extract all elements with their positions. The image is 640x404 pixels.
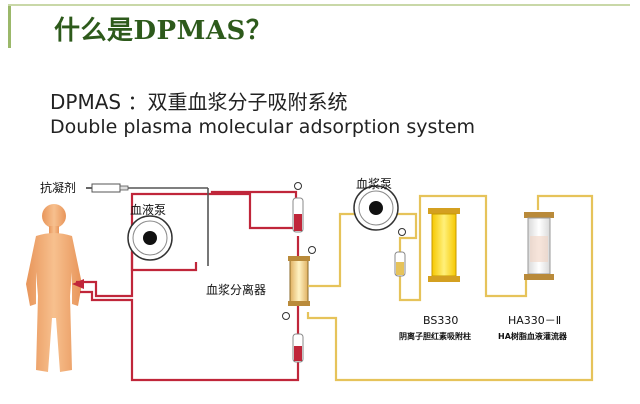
ha330-description: HA树脂血液灌流器 [498, 331, 568, 341]
return-arrow [72, 279, 84, 289]
system-name-chinese: DPMAS ：双重血浆分子吸附系统 [50, 90, 348, 114]
blood-pump-label: 血液泵 [130, 202, 166, 217]
title-accent-bar [8, 6, 11, 48]
system-name-english: Double plasma molecular adsorption syste… [50, 116, 476, 138]
venous-drip-chamber-icon [282, 312, 304, 363]
blood-circuit-lines [76, 190, 300, 382]
plasma-pump-label: 血浆泵 [356, 176, 392, 191]
plasma-separator-label: 血浆分离器 [206, 282, 266, 297]
ha330-column-icon [524, 212, 554, 280]
title-top-rule [8, 4, 630, 6]
plasma-drip-chamber-icon [394, 228, 406, 277]
bs330-label: BS330 [423, 314, 458, 327]
anticoagulant-label: 抗凝剂 [40, 180, 76, 195]
patient-figure [26, 204, 82, 372]
bs330-column-icon [428, 208, 460, 282]
arterial-drip-chamber-icon [292, 182, 304, 233]
blood-pump-icon [127, 215, 173, 261]
slide-title: 什么是DPMAS？ [54, 16, 273, 46]
plasma-pump-icon [353, 185, 399, 231]
ha330-label: HA330－Ⅱ [508, 314, 561, 327]
bs330-description: 阴离子胆红素吸附柱 [399, 331, 471, 341]
plasma-separator-icon [288, 246, 316, 306]
plasma-circuit-lines [306, 194, 594, 382]
anticoagulant-syringe-icon [86, 183, 209, 266]
